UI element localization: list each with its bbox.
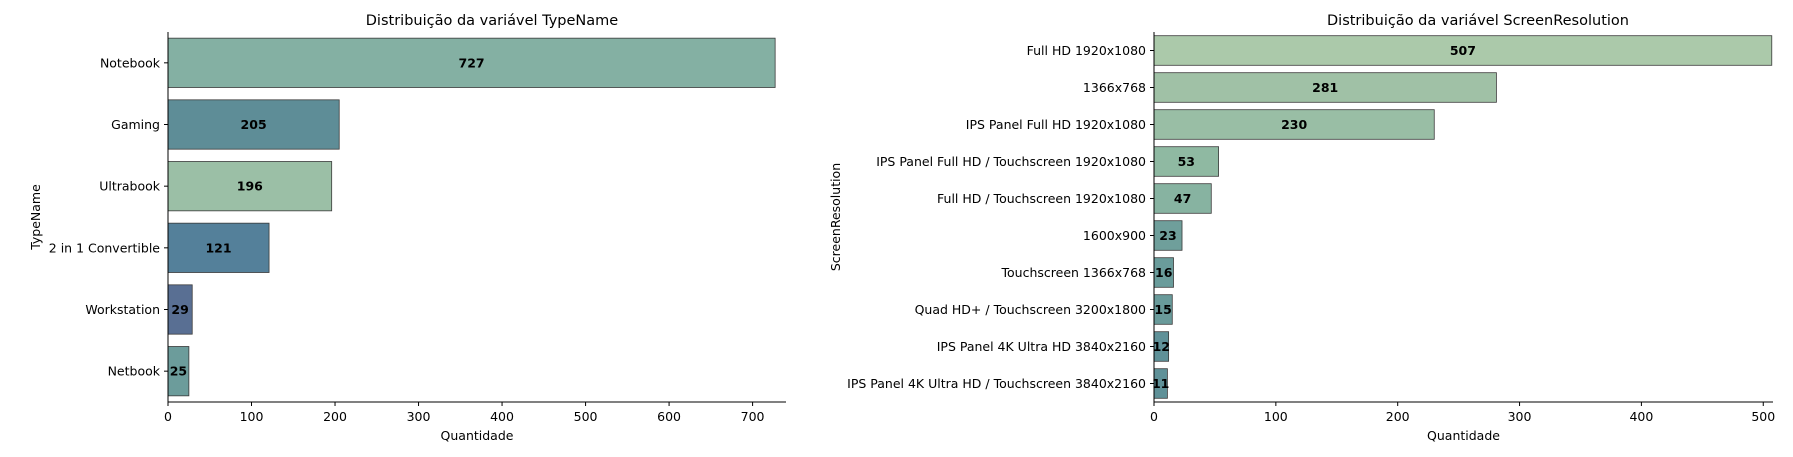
data-label: 15 <box>1154 302 1171 317</box>
data-label: 121 <box>205 240 231 255</box>
bar-1 <box>167 37 776 88</box>
x-tick-label: 0 <box>1150 409 1158 424</box>
y-tick-label: Quad HD+ / Touchscreen 3200x1800 <box>915 302 1146 317</box>
y-axis-label: ScreenResolution <box>828 163 843 271</box>
x-tick-label: 200 <box>1386 409 1410 424</box>
data-label: 230 <box>1281 117 1307 132</box>
bar-4 <box>1153 146 1219 177</box>
data-label: 53 <box>1178 154 1195 169</box>
bar-4 <box>167 222 270 273</box>
bar-2 <box>167 99 340 150</box>
data-label: 205 <box>241 117 267 132</box>
y-tick-label: Full HD / Touchscreen 1920x1080 <box>937 191 1146 206</box>
y-tick-label: Touchscreen 1366x768 <box>1001 265 1147 280</box>
y-tick-label: 2 in 1 Convertible <box>49 240 161 255</box>
y-tick-label: IPS Panel 4K Ultra HD 3840x2160 <box>937 339 1146 354</box>
y-tick-label: Netbook <box>108 364 161 379</box>
chart-title: Distribuição da variável ScreenResolutio… <box>1327 13 1629 29</box>
y-tick-label: Workstation <box>85 302 160 317</box>
bar-5 <box>1153 183 1212 214</box>
y-tick-label: 1600x900 <box>1083 228 1146 243</box>
y-tick-label: Gaming <box>111 117 160 132</box>
data-label: 11 <box>1152 376 1169 391</box>
x-tick-label: 200 <box>323 409 347 424</box>
data-label: 16 <box>1155 265 1173 280</box>
bar-1 <box>1153 35 1773 66</box>
x-tick-label: 100 <box>240 409 264 424</box>
y-tick-label: 1366x768 <box>1083 80 1146 95</box>
x-tick-label: 600 <box>657 409 681 424</box>
y-tick-label: IPS Panel Full HD 1920x1080 <box>966 117 1146 132</box>
data-label: 25 <box>170 364 187 379</box>
x-tick-label: 700 <box>741 409 765 424</box>
x-tick-label: 300 <box>407 409 431 424</box>
data-label: 23 <box>1159 228 1176 243</box>
x-tick-label: 400 <box>490 409 514 424</box>
bar-2 <box>1153 72 1497 103</box>
y-tick-label: Notebook <box>100 55 161 70</box>
chart-title: Distribuição da variável TypeName <box>366 13 619 29</box>
data-label: 47 <box>1174 191 1191 206</box>
bar-3 <box>1153 109 1435 140</box>
y-tick-label: Ultrabook <box>99 179 161 194</box>
data-label: 507 <box>1450 43 1476 58</box>
data-label: 196 <box>237 179 263 194</box>
x-tick-label: 500 <box>1751 409 1775 424</box>
data-label: 29 <box>171 302 188 317</box>
x-tick-label: 400 <box>1629 409 1653 424</box>
data-label: 12 <box>1153 339 1170 354</box>
bar-6 <box>1153 220 1183 251</box>
data-label: 727 <box>459 55 485 70</box>
x-axis-label: Quantidade <box>441 428 514 443</box>
x-tick-label: 500 <box>574 409 598 424</box>
x-tick-label: 100 <box>1264 409 1288 424</box>
x-tick-label: 300 <box>1508 409 1532 424</box>
x-tick-label: 0 <box>164 409 172 424</box>
y-tick-label: IPS Panel 4K Ultra HD / Touchscreen 3840… <box>847 376 1146 391</box>
data-label: 281 <box>1312 80 1338 95</box>
x-axis-label: Quantidade <box>1427 428 1500 443</box>
y-tick-label: IPS Panel Full HD / Touchscreen 1920x108… <box>876 154 1146 169</box>
y-axis-label: TypeName <box>28 184 43 251</box>
y-tick-label: Full HD 1920x1080 <box>1027 43 1146 58</box>
